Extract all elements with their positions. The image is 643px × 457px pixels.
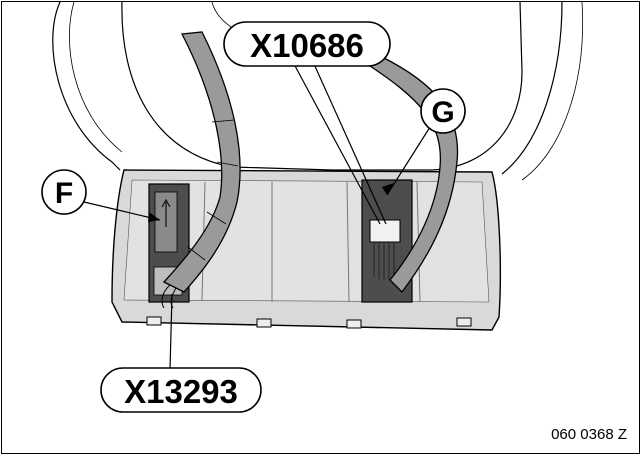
arrow-head-f (148, 212, 160, 222)
callout-label-x13293: X13293 (124, 373, 238, 410)
callout-g: G (420, 88, 466, 134)
callout-x13293: X13293 (100, 367, 262, 413)
callout-label-g: G (431, 96, 454, 129)
arrow-head-g (382, 183, 394, 195)
callout-x10686: X10686 (223, 21, 391, 67)
callout-f: F (41, 169, 87, 215)
figure-number: 060 0368 Z (551, 426, 627, 443)
callout-label-f: F (55, 177, 73, 210)
left-wiring-harness (161, 31, 241, 309)
callout-label-x10686: X10686 (250, 27, 364, 64)
leader-lines (83, 63, 431, 371)
